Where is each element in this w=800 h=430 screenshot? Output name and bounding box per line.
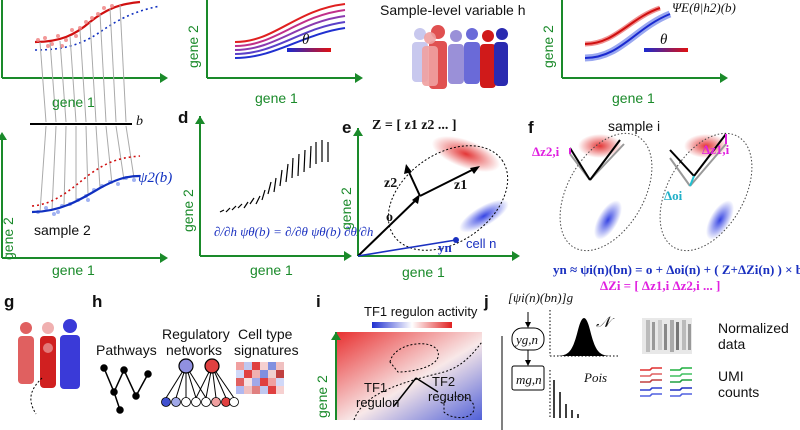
panel-e-z2: z2 bbox=[384, 176, 398, 191]
panel-b-plot bbox=[206, 0, 363, 83]
panel-i-plot bbox=[331, 332, 483, 421]
panel-i-tf2b: regulon bbox=[428, 389, 472, 404]
cell-type-heatmap bbox=[236, 362, 284, 394]
panel-a-xlabel: gene 1 bbox=[52, 262, 95, 278]
panel-h-cell2: signatures bbox=[234, 342, 299, 358]
regulatory-network bbox=[161, 358, 239, 407]
panel-i-ylabel: gene 2 bbox=[314, 375, 330, 418]
panel-j-ygn: yg,n bbox=[516, 332, 539, 347]
panel-i-title: TF1 regulon activity bbox=[364, 304, 478, 319]
panel-h-reg1: Regulatory bbox=[162, 326, 230, 342]
panel-f-letter: f bbox=[528, 118, 534, 137]
panel-f-title: sample i bbox=[608, 118, 661, 134]
panel-f-eq1: yn ≈ ψi(n)(bn) = o + Δoi(n) + ( Z+ΔZi(n)… bbox=[553, 262, 800, 277]
panel-a-xlabel-top: gene 1 bbox=[52, 94, 95, 110]
panel-j-normalized2: data bbox=[718, 336, 746, 352]
panel-e-equation: Z = [ z1 z2 ... ] bbox=[372, 118, 457, 133]
panel-e-o: o bbox=[386, 210, 393, 225]
panel-a-psi-label: ψ2(b) bbox=[138, 170, 173, 186]
panel-i-tf1a: TF1 bbox=[364, 380, 388, 395]
panel-j-umi2: counts bbox=[718, 384, 760, 400]
panel-h-pathways: Pathways bbox=[96, 342, 157, 358]
panel-a-plot bbox=[0, 0, 168, 263]
panel-h-letter: h bbox=[92, 292, 103, 311]
person-icon bbox=[412, 25, 508, 89]
panel-j-top: [ψi(n)(bn)]g bbox=[508, 290, 574, 305]
panel-j-normalized1: Normalized bbox=[718, 320, 789, 336]
normalized-data-matrix bbox=[642, 318, 692, 354]
panel-tr-theta-label: θ bbox=[660, 32, 668, 48]
panel-h-cell1: Cell type bbox=[238, 326, 293, 342]
panel-f-do: Δoi bbox=[664, 188, 683, 203]
panel-i-colorbar bbox=[372, 322, 452, 328]
vector-field-arrows bbox=[219, 140, 329, 213]
panel-j-umi1: UMI bbox=[718, 368, 744, 384]
panel-tr-plot bbox=[561, 0, 728, 83]
panel-g-people bbox=[18, 319, 80, 415]
panel-i-letter: i bbox=[316, 292, 321, 311]
panel-e-plot bbox=[353, 128, 520, 261]
panel-i-tf2a: TF2 bbox=[432, 374, 456, 389]
panel-tr-ylabel: gene 2 bbox=[540, 25, 556, 68]
panel-d-letter: d bbox=[178, 108, 189, 127]
panel-j-flow bbox=[501, 312, 545, 430]
panel-tr-xlabel: gene 1 bbox=[612, 90, 655, 106]
panel-g-letter: g bbox=[4, 292, 15, 311]
panel-b-ylabel: gene 2 bbox=[185, 25, 201, 68]
panel-b-theta-label: θ bbox=[302, 32, 310, 48]
panel-f-dz2: Δz2,i bbox=[532, 144, 560, 159]
panel-f-dz1: Δz1,i bbox=[702, 142, 730, 157]
person-icon bbox=[18, 319, 80, 389]
panel-j-distributions bbox=[549, 310, 618, 418]
panel-e-xlabel: gene 1 bbox=[402, 264, 445, 280]
panel-e-z1: z1 bbox=[454, 178, 468, 193]
panel-a-b-label: b bbox=[136, 114, 143, 129]
panel-f-eq2: ΔZi = [ Δz1,i Δz2,i ... ] bbox=[600, 278, 721, 293]
panel-e-ylabel: gene 2 bbox=[338, 187, 354, 230]
panel-d-ylabel: gene 2 bbox=[180, 189, 196, 232]
panel-h-reg2: networks bbox=[166, 342, 223, 358]
panel-c-title: Sample-level variable h bbox=[380, 2, 526, 18]
umi-counts-glyph bbox=[640, 367, 692, 397]
panel-j-letter: j bbox=[484, 292, 489, 311]
panel-d-plot bbox=[195, 116, 352, 261]
panel-d-xlabel: gene 1 bbox=[250, 262, 293, 278]
people-figure-group bbox=[412, 25, 508, 89]
panel-d-equation: ∂/∂h ψθ(b) = ∂/∂θ ψθ(b) ∂θ/∂h bbox=[214, 224, 374, 239]
panel-b-xlabel: gene 1 bbox=[255, 90, 298, 106]
panel-j-pois: Pois bbox=[584, 370, 608, 385]
panel-e-letter: e bbox=[342, 118, 352, 137]
panel-tr-psi-label: ΨE(θ|h2)(b) bbox=[672, 0, 736, 15]
panel-j-mgn: mg,n bbox=[516, 372, 542, 387]
panel-e-cell: cell n bbox=[466, 236, 497, 251]
panel-e-yn: yn bbox=[438, 240, 452, 255]
panel-a-sample-label: sample 2 bbox=[34, 222, 91, 238]
panel-j-normal: 𝒩 bbox=[596, 315, 611, 331]
panel-i-tf1b: regulon bbox=[356, 395, 400, 410]
panel-f-plot bbox=[559, 132, 753, 252]
panel-a-ylabel: gene 2 bbox=[0, 217, 16, 260]
pathway-graph bbox=[100, 364, 152, 414]
